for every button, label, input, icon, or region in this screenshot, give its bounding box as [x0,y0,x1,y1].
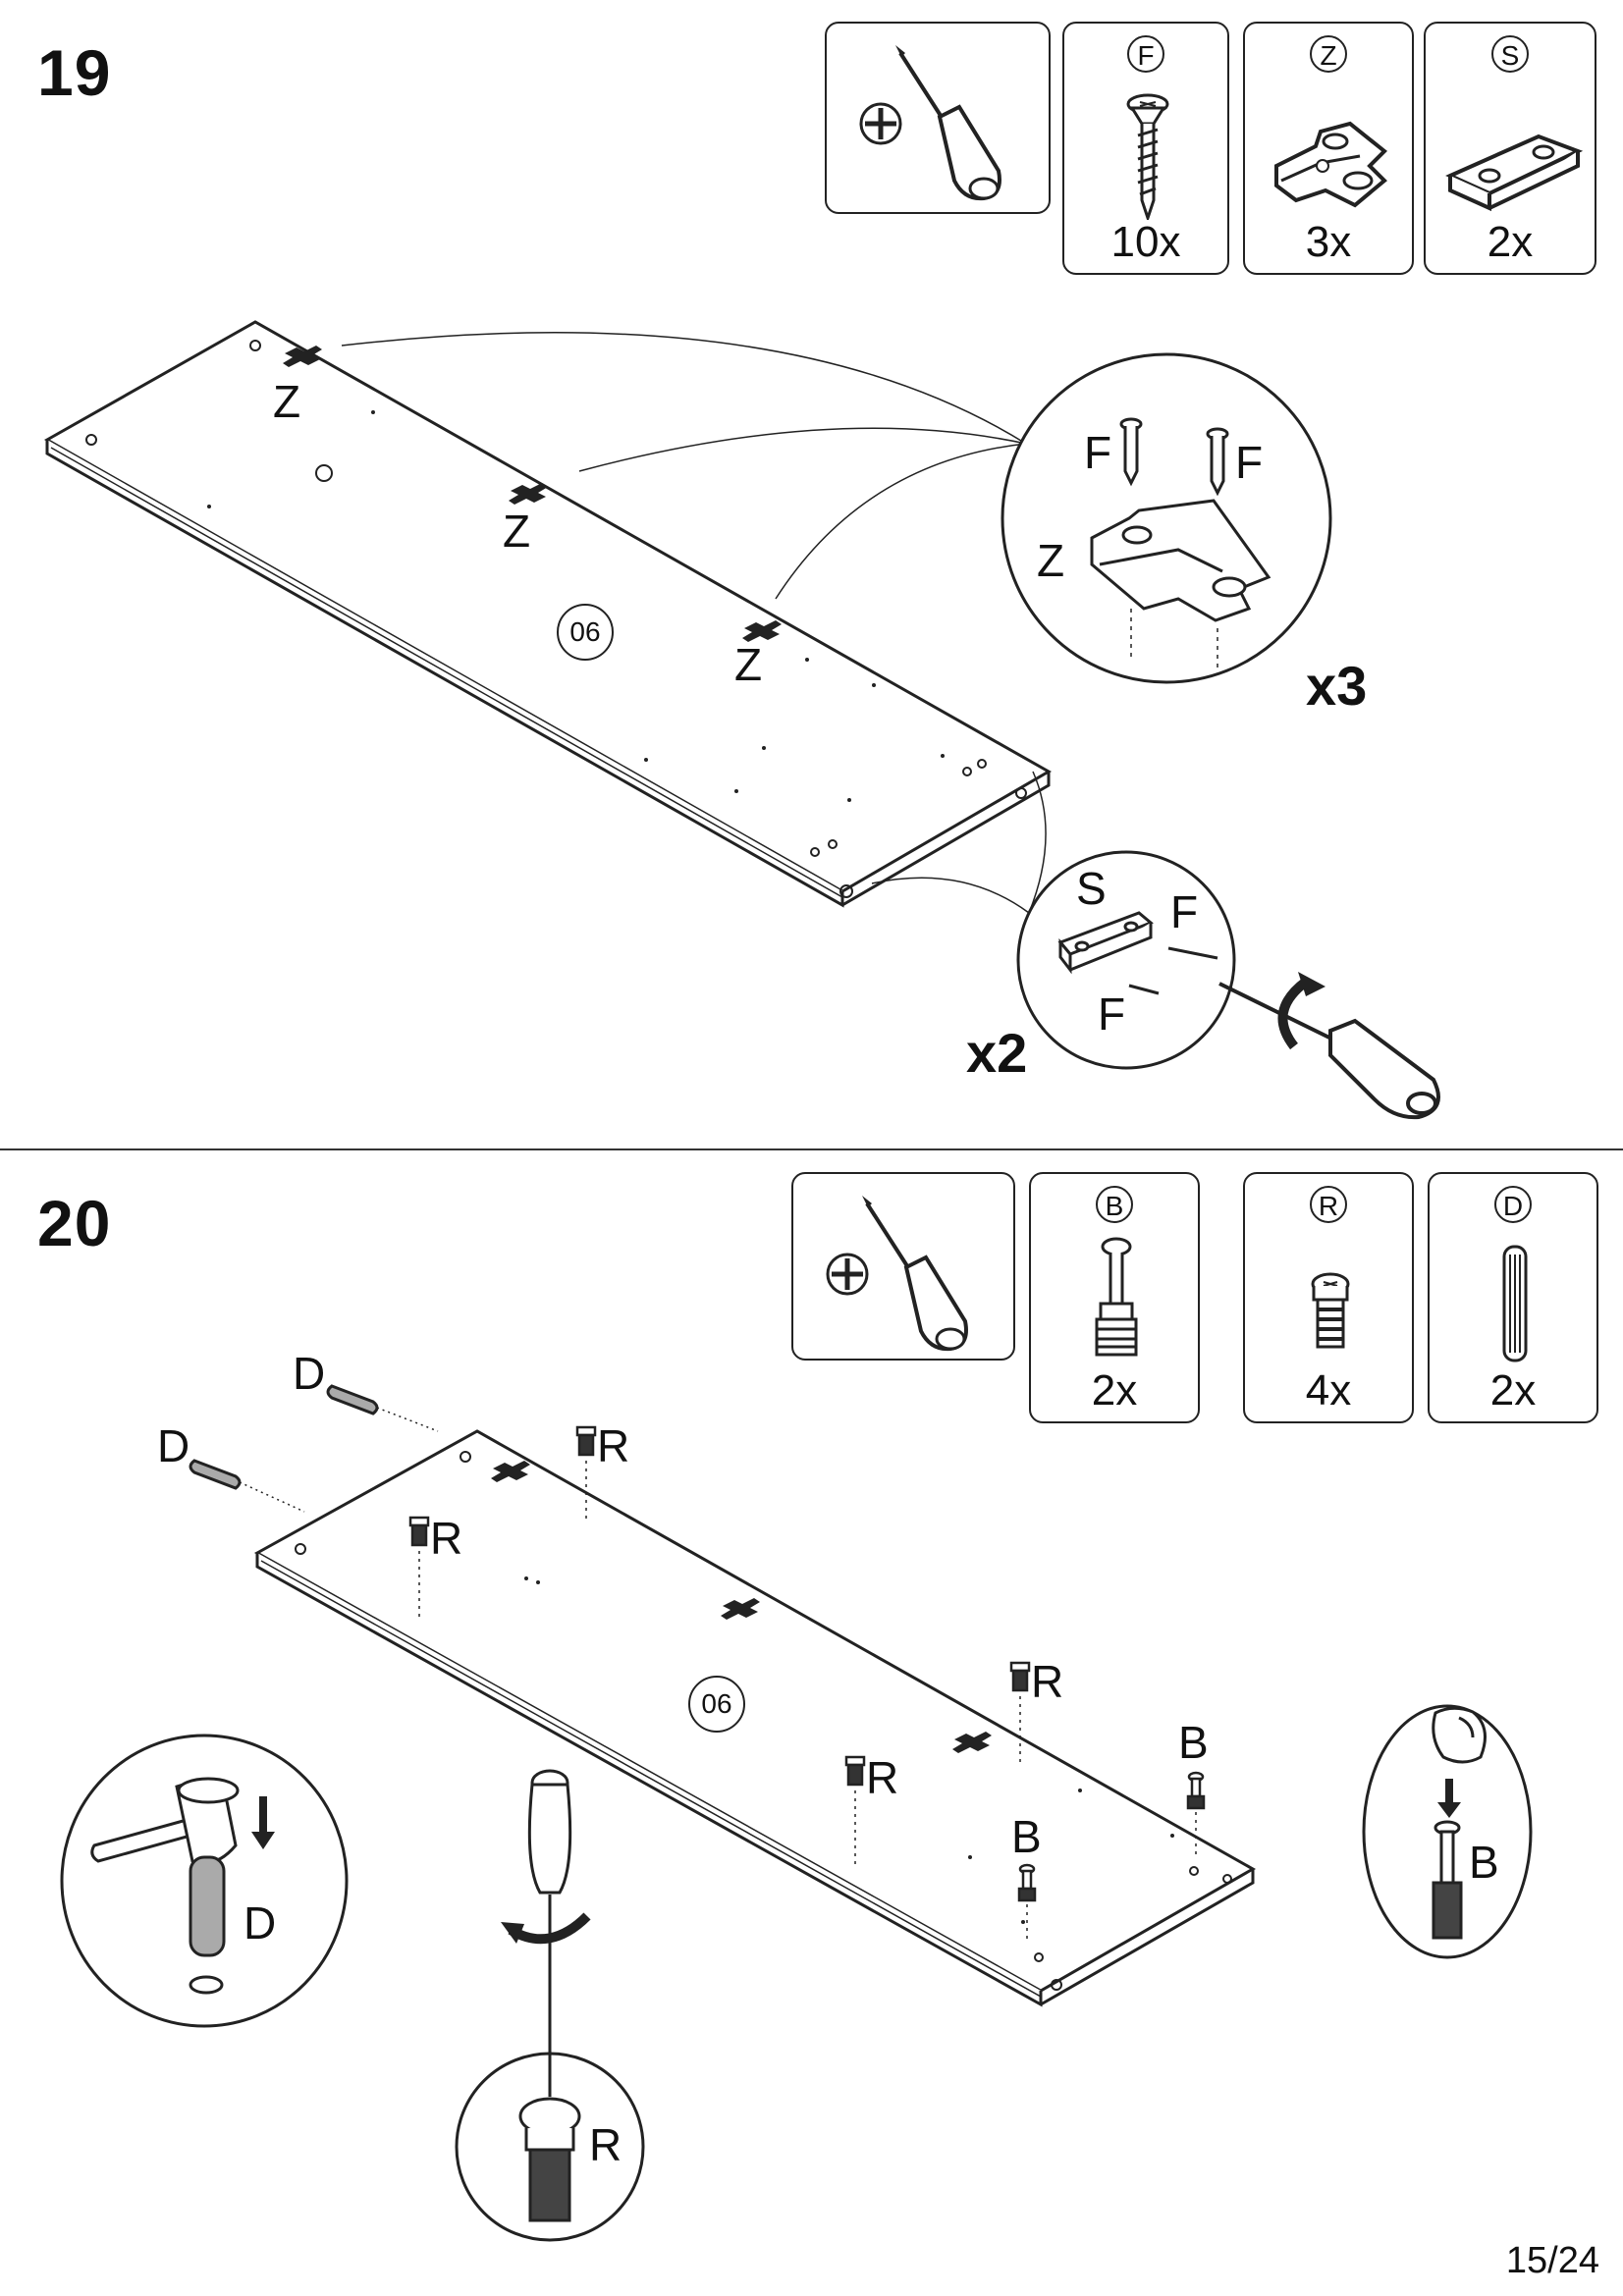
part-R-letter: R [1310,1186,1347,1223]
panel-06-label-step20: 06 [701,1688,732,1719]
part-B-qty: 2x [1091,1366,1138,1415]
step20-label-d-2: D [157,1420,190,1471]
part-B-letter: B [1096,1186,1133,1223]
step-20-number: 20 [37,1187,112,1259]
wood-screw-icon [1126,93,1169,220]
part-F-box: F 10x [1062,22,1229,275]
step20-label-r-3: R [1031,1656,1064,1707]
phillips-screwdriver-icon [826,1196,968,1352]
step20-label-b-1: B [1178,1717,1209,1768]
part-F-letter: F [1127,35,1164,73]
phillips-screwdriver-icon [859,45,1001,201]
part-S-letter: S [1491,35,1529,73]
multiplier-x2: x2 [966,1022,1028,1084]
step-19-tool-box [825,22,1051,214]
hinge-plate-icon [1274,121,1387,208]
step20-label-r-2: R [430,1513,463,1564]
part-Z-letter: Z [1310,35,1347,73]
part-R-qty: 4x [1305,1366,1352,1415]
detail1-label-z: Z [1037,535,1065,586]
step-divider [0,1148,1623,1150]
multiplier-x3: x3 [1306,655,1368,717]
step-20-tool-box [791,1172,1015,1361]
step-19-panel-drawing [43,320,1440,1120]
part-D-box: D 2x [1428,1172,1598,1423]
label-z-1: Z [273,376,301,427]
part-S-box: S 2x [1424,22,1596,275]
detail2-label-f-top: F [1170,886,1199,937]
part-D-letter: D [1494,1186,1532,1223]
detail2-label-s: S [1076,863,1107,914]
wood-dowel-icon [1502,1245,1528,1362]
strike-block-icon [1445,133,1583,212]
part-D-qty: 2x [1489,1366,1537,1415]
detail-finger-label-b: B [1469,1837,1499,1888]
detail1-label-f-right: F [1235,437,1264,488]
part-Z-box: Z 3x [1243,22,1414,275]
detail-hammer-label-d: D [243,1897,277,1949]
label-z-2: Z [503,506,531,557]
detail1-label-f-left: F [1084,427,1112,478]
label-z-3: Z [734,639,763,690]
detail2-label-f-bottom: F [1098,988,1126,1040]
part-R-box: R 4x [1243,1172,1414,1423]
page-number: 15/24 [1505,2240,1599,2281]
part-F-qty: 10x [1110,218,1181,266]
step-19-number: 19 [37,36,112,109]
step20-label-r-1: R [597,1420,630,1471]
step20-label-b-2: B [1011,1811,1042,1862]
step20-label-d-1: D [293,1348,326,1399]
part-S-qty: 2x [1487,218,1534,266]
step20-label-r-4: R [866,1752,899,1803]
detail-screwdriver-label-r: R [589,2119,622,2170]
part-Z-qty: 3x [1305,218,1352,266]
cam-bolt-icon [1095,1237,1138,1357]
cam-dowel-icon [1311,1272,1350,1349]
panel-06-label: 06 [569,616,601,647]
part-B-box: B 2x [1029,1172,1200,1423]
